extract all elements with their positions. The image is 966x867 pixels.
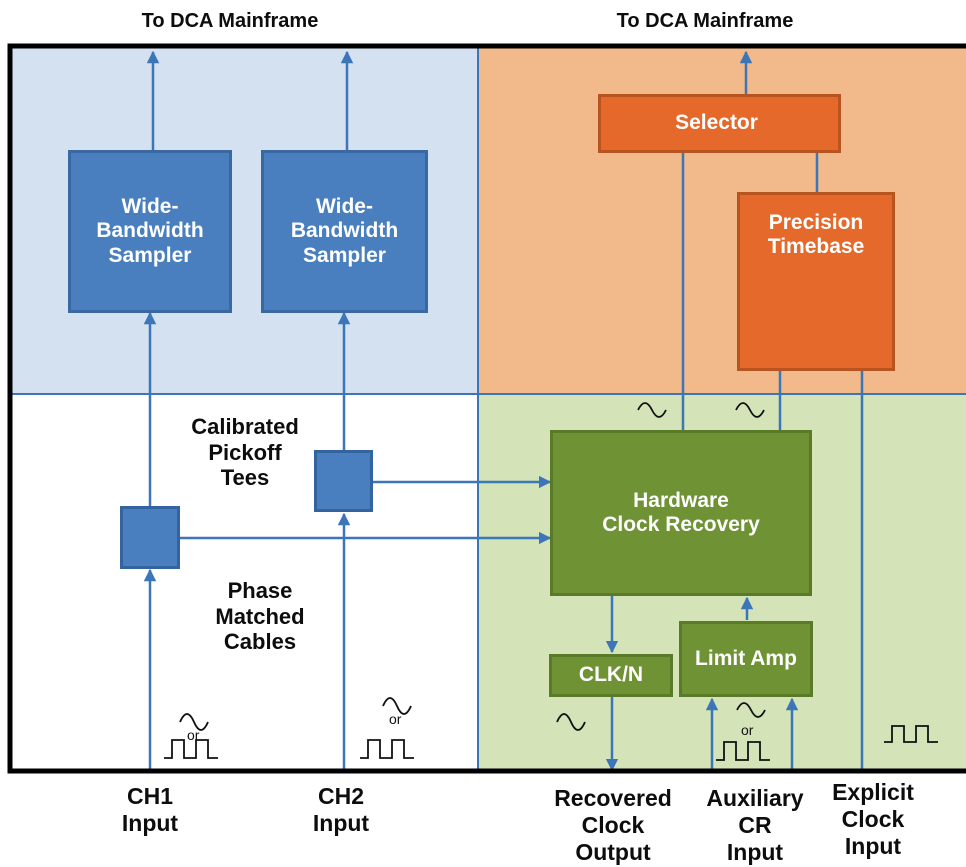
hardware-clock-recovery-block: Hardware Clock Recovery — [550, 430, 812, 596]
or-label-aux: or — [741, 722, 754, 738]
timebase-label: Precision Timebase — [767, 211, 865, 259]
square-wave-icon — [360, 739, 414, 759]
limit-amp-block: Limit Amp — [679, 621, 813, 697]
pickoff-tee-ch1 — [120, 506, 180, 569]
clock-recovery-label: Hardware Clock Recovery — [602, 488, 760, 536]
sine-wave-icon — [556, 713, 586, 731]
sampler-1-label: Wide- Bandwidth Sampler — [96, 195, 204, 267]
sine-wave-icon — [179, 713, 209, 731]
right-header: To DCA Mainframe — [616, 10, 794, 32]
sine-wave-icon — [382, 697, 412, 715]
sine-wave-icon — [637, 402, 667, 418]
outer-frame — [7, 43, 966, 774]
selector-block: Selector — [598, 94, 841, 153]
selector-label: Selector — [675, 111, 758, 135]
pickoff-tees-label: Calibrated Pickoff Tees — [191, 414, 299, 491]
sampler-2-block: Wide- Bandwidth Sampler — [261, 150, 428, 313]
ch2-input-label: CH2 Input — [312, 783, 370, 836]
channel-region — [10, 394, 478, 771]
sine-wave-icon — [735, 402, 765, 418]
explicit-clock-input-label: Explicit Clock Input — [832, 779, 914, 859]
precision-timebase-block: Precision Timebase — [737, 192, 895, 371]
auxiliary-cr-input-label: Auxiliary CR Input — [706, 785, 804, 865]
clk-n-block: CLK/N — [549, 654, 673, 697]
square-wave-icon — [164, 739, 218, 759]
clk-n-label: CLK/N — [578, 663, 644, 687]
or-label-ch2: or — [389, 711, 402, 727]
sampler-2-label: Wide- Bandwidth Sampler — [290, 195, 399, 267]
limit-amp-label: Limit Amp — [695, 646, 797, 670]
square-wave-icon — [716, 741, 770, 761]
pickoff-tee-ch2 — [314, 450, 373, 512]
sampler-1-block: Wide- Bandwidth Sampler — [68, 150, 232, 313]
recovered-clock-output-label: Recovered Clock Output — [554, 785, 672, 865]
square-wave-icon — [884, 725, 938, 743]
left-header: To DCA Mainframe — [141, 10, 319, 32]
or-label-ch1: or — [187, 727, 200, 743]
ch1-input-label: CH1 Input — [121, 783, 179, 836]
phase-matched-cables-label: Phase Matched Cables — [215, 578, 305, 655]
sine-wave-icon — [736, 702, 766, 718]
